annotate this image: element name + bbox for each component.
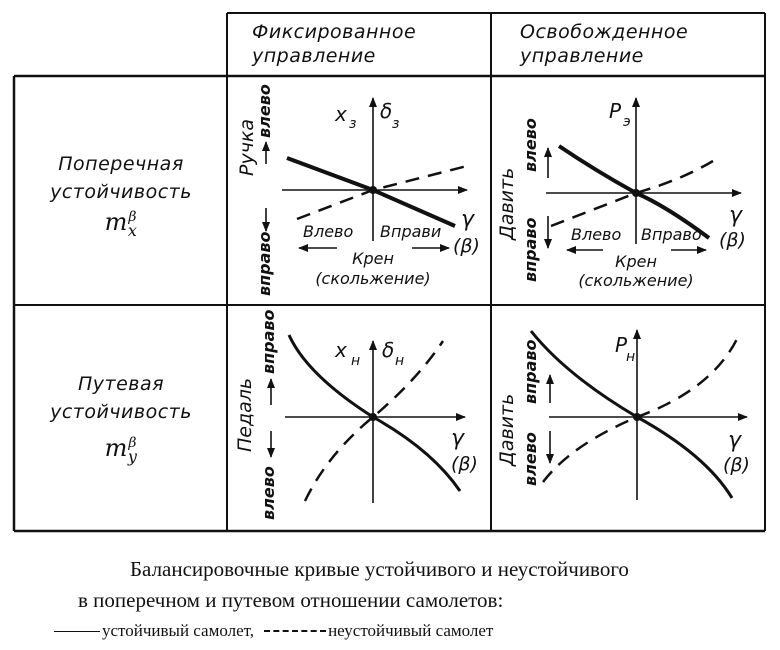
right-label: Вправо bbox=[641, 225, 702, 244]
svg-text:з: з bbox=[349, 116, 356, 132]
column-header-free: Освобожденное управление bbox=[520, 20, 688, 68]
unstable-curve bbox=[303, 340, 445, 502]
svg-text:з: з bbox=[392, 116, 399, 132]
side-up-label: вправо bbox=[521, 339, 540, 404]
y-label-delta: δ bbox=[382, 338, 394, 362]
sideslip-label: (скольжение) bbox=[578, 271, 693, 290]
x-label-beta: (β) bbox=[719, 229, 746, 251]
legend-solid-label: устойчивый самолет, bbox=[102, 621, 255, 640]
y-label-delta: δ bbox=[380, 99, 392, 123]
x-label-beta: (β) bbox=[451, 453, 478, 475]
x-label-gamma: γ bbox=[728, 428, 742, 453]
side-down-label: вправо bbox=[521, 217, 540, 282]
y-label-p: P bbox=[615, 333, 628, 357]
svg-text:н: н bbox=[395, 353, 404, 369]
side-title-push: Давить bbox=[496, 167, 518, 240]
y-label-p: P bbox=[609, 99, 622, 123]
side-up-label: влево bbox=[521, 118, 540, 172]
column-header-fixed-line1: Фиксированное bbox=[252, 21, 417, 43]
row-header-directional-line1: Путевая bbox=[77, 373, 165, 395]
legend-dashed-label: неустойчивый самолет bbox=[328, 621, 494, 640]
legend-dashed-line-icon bbox=[264, 630, 327, 632]
stable-curve bbox=[287, 334, 462, 492]
side-down-label: вправо bbox=[255, 231, 274, 296]
x-label-gamma: γ bbox=[729, 203, 743, 228]
chart-directional-fixed: x н δ н γ (β) bbox=[267, 334, 478, 503]
x-label-gamma: γ bbox=[461, 207, 475, 232]
side-title-push: Давить bbox=[496, 393, 518, 466]
side-title-pedal: Педаль bbox=[234, 377, 256, 452]
column-header-free-line2: управление bbox=[520, 45, 644, 67]
side-up-label: влево bbox=[255, 84, 274, 138]
legend-solid-line-icon bbox=[54, 630, 100, 632]
chart-directional-free: P н γ (β) bbox=[529, 329, 750, 500]
column-header-fixed: Фиксированное управление bbox=[252, 20, 416, 68]
side-up-label: вправо bbox=[259, 309, 278, 374]
y-label-x: x bbox=[334, 102, 347, 126]
figure-caption-line1: Балансировочные кривые устойчивого и неу… bbox=[130, 557, 629, 581]
column-header-fixed-line2: управление bbox=[252, 45, 376, 67]
x-label-beta: (β) bbox=[723, 454, 750, 476]
row-header-directional-line2: устойчивость bbox=[50, 401, 192, 423]
row-header-lateral-line1: Поперечная bbox=[58, 153, 184, 175]
unstable-curve bbox=[542, 338, 739, 483]
chart-lateral-fixed: x з δ з γ (β) Влево Вправи Крен (скольже… bbox=[262, 97, 480, 288]
bank-label: Крен bbox=[352, 249, 394, 268]
svg-text:н: н bbox=[626, 349, 635, 365]
figure-caption-line2: в поперечном и путевом отношении самолет… bbox=[78, 588, 504, 612]
legend: устойчивый самолет, неустойчивый самолет bbox=[54, 621, 493, 641]
y-label-x: x bbox=[334, 338, 347, 362]
side-down-label: влево bbox=[521, 432, 540, 486]
side-down-label: влево bbox=[259, 466, 278, 520]
chart-lateral-free: P э γ (β) Влево Вправо Крен (скольжение) bbox=[544, 97, 746, 290]
x-label-beta: (β) bbox=[453, 235, 480, 257]
sideslip-label: (скольжение) bbox=[315, 269, 430, 288]
column-header-free-line1: Освобожденное bbox=[520, 21, 689, 43]
left-label: Влево bbox=[303, 222, 353, 241]
x-label-gamma: γ bbox=[451, 426, 465, 451]
right-label: Вправи bbox=[380, 222, 441, 241]
row-header-lateral-line2: устойчивость bbox=[50, 181, 192, 203]
left-label: Влево bbox=[571, 225, 621, 244]
svg-text:н: н bbox=[351, 353, 360, 369]
table-frame bbox=[12, 12, 766, 533]
svg-text:э: э bbox=[623, 114, 631, 130]
bank-label: Крен bbox=[615, 252, 657, 271]
